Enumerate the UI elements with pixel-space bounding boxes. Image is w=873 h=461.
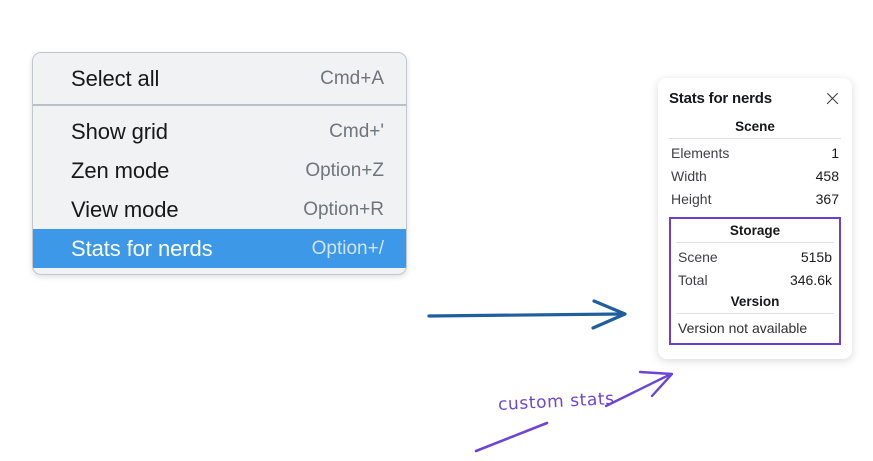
menu-item-shortcut: Cmd+' <box>329 120 384 142</box>
stat-value: 367 <box>815 190 839 207</box>
storage-section-heading: Storage <box>729 223 781 238</box>
menu-item-view-mode[interactable]: View mode Option+R <box>33 190 406 229</box>
menu-item-stats-for-nerds[interactable]: Stats for nerds Option+/ <box>33 229 406 268</box>
stat-key: Elements <box>671 144 730 161</box>
stat-key: Width <box>671 167 707 184</box>
divider <box>676 242 834 243</box>
blue-arrow <box>427 299 627 330</box>
close-icon[interactable] <box>824 90 841 107</box>
menu-item-show-grid[interactable]: Show grid Cmd+' <box>33 112 406 151</box>
divider <box>669 138 841 139</box>
menu-item-shortcut: Option+/ <box>311 237 384 259</box>
menu-item-label: Show grid <box>71 118 168 144</box>
handwritten-annotation-label: custom stats <box>497 388 616 416</box>
menu-item-zen-mode[interactable]: Zen mode Option+Z <box>33 151 406 190</box>
stat-key: Scene <box>678 248 718 265</box>
menu-group-2: Show grid Cmd+' Zen mode Option+Z View m… <box>33 106 406 274</box>
menu-item-shortcut: Option+R <box>303 198 384 220</box>
menu-group-1: Select all Cmd+A <box>33 53 406 104</box>
menu-item-select-all[interactable]: Select all Cmd+A <box>33 59 406 98</box>
version-value: Version not available <box>678 320 808 336</box>
purple-arrow <box>604 370 674 408</box>
scene-section-heading: Scene <box>735 119 775 134</box>
stat-key: Total <box>678 271 708 288</box>
menu-item-label: View mode <box>71 196 179 222</box>
stat-value: 515b <box>800 248 832 265</box>
stat-value: 1 <box>831 144 839 161</box>
panel-title: Stats for nerds <box>669 90 772 107</box>
panel-header: Stats for nerds <box>669 90 841 107</box>
stat-value: 458 <box>815 167 839 184</box>
menu-item-label: Stats for nerds <box>71 235 213 261</box>
divider <box>676 313 834 314</box>
stat-row: Height 367 <box>669 187 841 210</box>
purple-underline-stroke <box>474 421 549 453</box>
menu-item-shortcut: Cmd+A <box>320 67 384 89</box>
context-menu[interactable]: Select all Cmd+A Show grid Cmd+' Zen mod… <box>32 52 407 275</box>
stat-row: Total 346.6k <box>676 268 834 291</box>
stat-row: Width 458 <box>669 164 841 187</box>
version-section-heading: Version <box>730 294 780 309</box>
stat-value: 346.6k <box>789 271 832 288</box>
stat-key: Height <box>671 190 712 207</box>
menu-item-shortcut: Option+Z <box>305 159 384 181</box>
menu-separator <box>33 104 406 106</box>
custom-stats-section: Storage Scene 515b Total 346.6k Version … <box>669 217 841 345</box>
stats-for-nerds-panel: Stats for nerds Scene Elements 1 Width 4… <box>658 78 852 359</box>
menu-item-label: Zen mode <box>71 157 170 183</box>
stat-row: Scene 515b <box>676 245 834 268</box>
menu-item-label: Select all <box>71 65 160 91</box>
stat-row: Elements 1 <box>669 141 841 164</box>
